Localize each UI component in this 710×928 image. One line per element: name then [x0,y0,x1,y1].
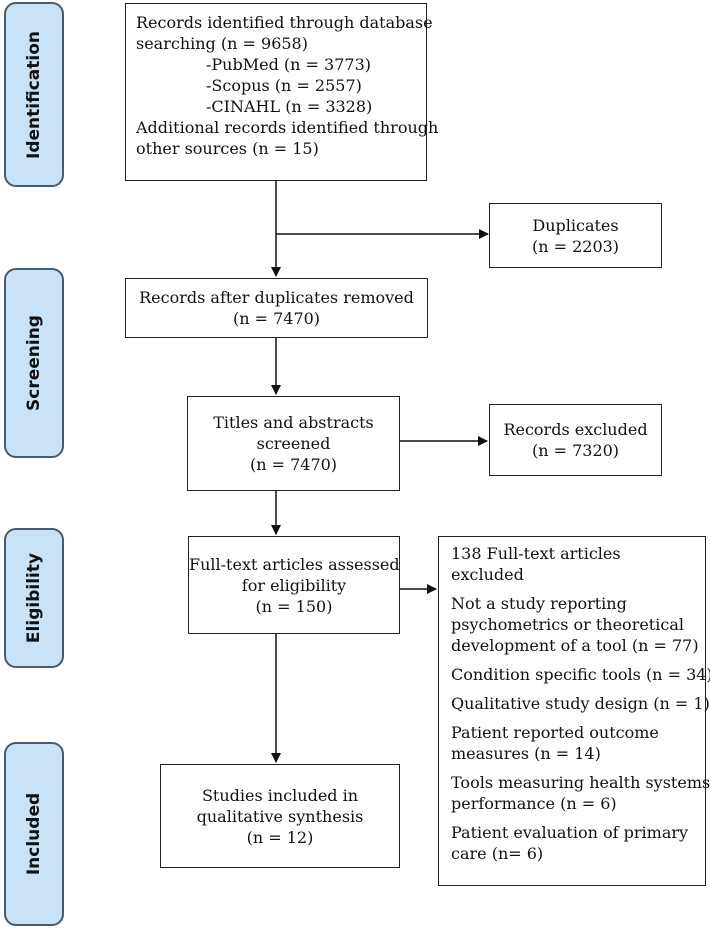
exclusion-reason-condition-specific: Condition specific tools (n = 34) [451,665,710,684]
exclusion-reason-patient-evaluation: Patient evaluation of primary care (n= 6… [451,823,689,863]
included-line-1: Studies included in [201,785,359,805]
records-excluded-line-2: (n = 7320) [531,441,620,460]
records-excluded-line-1: Records excluded [503,420,648,439]
fulltext-excluded-box: 138 Full-text articles excluded Not a st… [438,536,710,886]
fulltext-assessed-box: Full-text articles assessed for eligibil… [188,536,400,634]
exclusion-reason-not-psychometric: Not a study reporting psychometrics or t… [451,594,699,655]
identified-line-1: Records identified through database [136,13,433,32]
fulltext-line-2: for eligibility [241,575,347,595]
identified-line-6: Additional records identified through [136,118,439,137]
screened-line-2: screened [256,434,331,453]
identified-line-2: searching (n = 9658) [136,34,308,53]
screened-box: Titles and abstracts screened (n = 7470) [187,396,400,491]
duplicates-box: Duplicates (n = 2203) [489,203,662,268]
exclusion-reason-proms: Patient reported outcome measures (n = 1… [451,723,659,763]
fulltext-line-3: (n = 150) [255,596,333,616]
after-duplicates-line-1: Records after duplicates removed [139,288,414,307]
included-line-3: (n = 12) [246,827,314,847]
included-studies-box: Studies included in qualitative synthesi… [160,764,400,868]
records-excluded-box: Records excluded (n = 7320) [489,404,662,476]
duplicates-line-1: Duplicates [532,215,619,235]
records-identified-box: Records identified through database sear… [125,3,439,181]
stage-included: Included [4,742,64,926]
screened-line-1: Titles and abstracts [213,413,374,432]
stage-screening: Screening [4,268,64,458]
identified-pubmed: -PubMed (n = 3773) [206,55,371,74]
identified-line-7: other sources (n = 15) [136,139,319,158]
stage-eligibility: Eligibility [4,528,64,668]
stage-identification: Identification [4,2,64,187]
exclusion-reason-qualitative: Qualitative study design (n = 1) [451,694,710,713]
exclusion-reason-health-systems: Tools measuring health systems performan… [451,773,710,813]
after-duplicates-box: Records after duplicates removed (n = 74… [125,278,428,338]
fulltext-excluded-title: 138 Full-text articles excluded [451,544,621,584]
duplicates-line-2: (n = 2203) [531,236,620,256]
identified-cinahl: -CINAHL (n = 3328) [206,97,373,116]
included-line-2: qualitative synthesis [196,806,364,826]
fulltext-line-1: Full-text articles assessed [189,554,400,574]
identified-scopus: -Scopus (n = 2557) [206,76,362,95]
after-duplicates-line-2: (n = 7470) [232,309,321,328]
screened-line-3: (n = 7470) [249,455,338,474]
